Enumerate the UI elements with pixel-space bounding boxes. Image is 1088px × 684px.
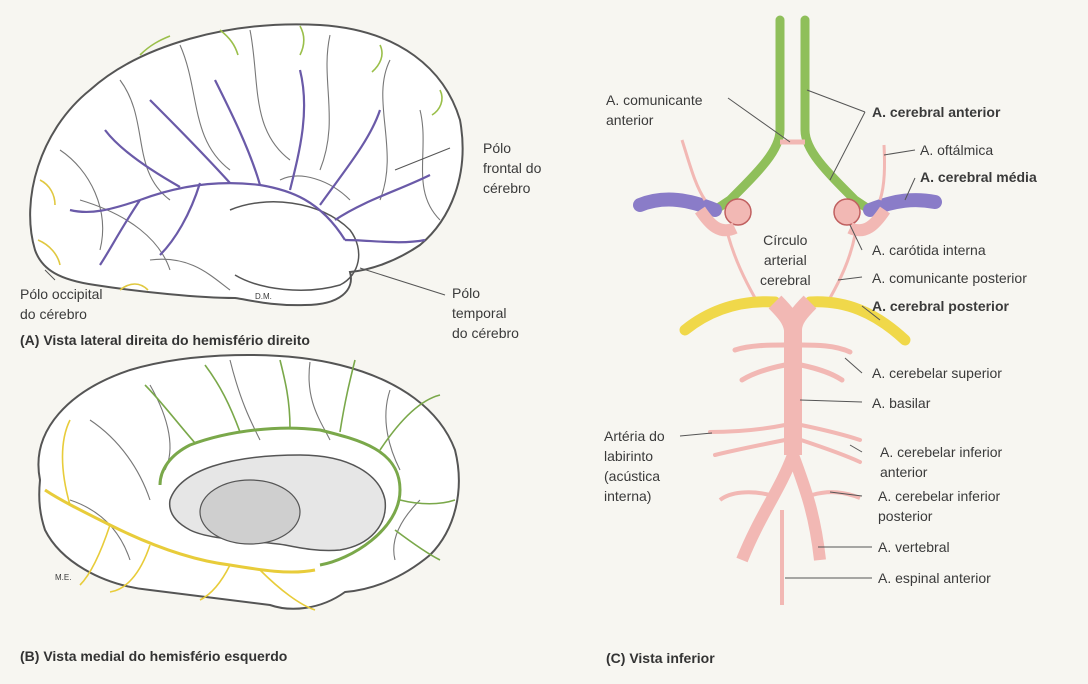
cerebelar-inf-post-line2: posterior bbox=[878, 508, 933, 524]
temporal-pole-line3: do cérebro bbox=[452, 325, 519, 341]
basilar-top bbox=[784, 295, 817, 331]
label-comunicante-posterior: A. comunicante posterior bbox=[872, 270, 1027, 286]
brain-medial-view bbox=[37, 354, 460, 611]
caption-a: (A) Vista lateral direita do hemisfério … bbox=[20, 332, 310, 348]
cerebelar-inf-post-line1: A. cerebelar inferior bbox=[878, 488, 1001, 504]
posterior-cerebral-left bbox=[679, 296, 781, 336]
occipital-pole-line1: Pólo occipital bbox=[20, 286, 103, 302]
label-vertebral: A. vertebral bbox=[878, 539, 950, 555]
peripheral-posterior-branches-lateral bbox=[37, 179, 149, 291]
internal-carotid-right bbox=[833, 198, 861, 226]
label-cerebelar-inferior-posterior: A. cerebelar inferior posterior bbox=[878, 486, 1000, 526]
caption-b: (B) Vista medial do hemisfério esquerdo bbox=[20, 648, 288, 664]
inferior-cerebellar-posterior-right bbox=[811, 490, 861, 500]
label-cerebral-posterior: A. cerebral posterior bbox=[872, 298, 1009, 314]
label-cerebelar-inferior-anterior: A. cerebelar inferior anterior bbox=[880, 442, 1002, 482]
posterior-communicating-left bbox=[726, 234, 757, 299]
cerebelar-inf-ant-line1: A. cerebelar inferior bbox=[880, 444, 1003, 460]
vertebral-right bbox=[787, 452, 826, 561]
label-basilar: A. basilar bbox=[872, 395, 931, 411]
caption-c: (C) Vista inferior bbox=[606, 650, 715, 666]
middle-cerebral-left bbox=[633, 192, 722, 217]
posterior-communicating-right bbox=[828, 234, 857, 299]
anterior-cerebral-medial bbox=[158, 426, 402, 567]
label-circulo-arterial: Círculo arterial cerebral bbox=[760, 230, 811, 290]
anterior-cerebral-right bbox=[800, 15, 875, 215]
posterior-cerebral-medial bbox=[44, 488, 316, 574]
brain-lateral-view bbox=[29, 23, 464, 307]
frontal-pole-line3: cérebro bbox=[483, 180, 531, 196]
labirinto-line4: interna) bbox=[604, 488, 652, 504]
frontal-pole-leader bbox=[394, 147, 451, 171]
label-espinal-anterior: A. espinal anterior bbox=[878, 570, 991, 586]
ophthalmic-right bbox=[878, 144, 886, 201]
label-cerebelar-superior: A. cerebelar superior bbox=[872, 365, 1002, 381]
middle-cerebral-right bbox=[863, 193, 942, 217]
occipital-pole-line2: do cérebro bbox=[20, 306, 87, 322]
internal-carotid-left bbox=[724, 198, 752, 226]
circulo-line2: arterial bbox=[763, 252, 807, 268]
labirinto-line2: labirinto bbox=[604, 448, 654, 464]
posterior-cerebral-right bbox=[804, 296, 911, 346]
frontal-pole-line1: Pólo bbox=[483, 140, 512, 156]
lateral-gyri bbox=[59, 29, 441, 291]
temporal-pole-label: Pólo temporal do cérebro bbox=[452, 283, 519, 343]
posterior-cerebral-branches-medial bbox=[61, 419, 316, 611]
ophthalmic-left bbox=[680, 139, 707, 201]
signature-b: M.E. bbox=[55, 573, 72, 582]
circulo-line3: cerebral bbox=[760, 272, 811, 288]
circulo-line1: Círculo bbox=[763, 232, 808, 248]
label-oftalmica: A. oftálmica bbox=[920, 142, 994, 158]
superior-cerebellar-branches bbox=[732, 342, 853, 383]
inferior-cerebellar-posterior-left bbox=[718, 490, 771, 502]
frontal-pole-line2: frontal do bbox=[483, 160, 542, 176]
labirinto-line1: Artéria do bbox=[604, 428, 665, 444]
label-carotida-interna: A. carótida interna bbox=[872, 242, 986, 258]
temporal-pole-line1: Pólo bbox=[452, 285, 481, 301]
inferior-cerebellar-anterior-branches bbox=[708, 423, 862, 464]
temporal-pole-leader bbox=[359, 267, 446, 296]
occipital-pole-leader bbox=[44, 269, 56, 281]
middle-cerebral-branches-lateral bbox=[69, 69, 431, 266]
carotid-junction-left bbox=[695, 206, 738, 237]
temporal-lobe-outline bbox=[229, 201, 360, 291]
labirinto-line3: (acústica bbox=[604, 468, 661, 484]
label-cerebral-media: A. cerebral média bbox=[920, 169, 1037, 185]
thalamus bbox=[199, 479, 301, 545]
circle-of-willis bbox=[633, 15, 942, 605]
comunicante-anterior-line2: anterior bbox=[606, 112, 654, 128]
anterior-cerebral-branches-medial bbox=[144, 359, 456, 561]
frontal-pole-label: Pólo frontal do cérebro bbox=[483, 138, 541, 198]
label-cerebral-anterior: A. cerebral anterior bbox=[872, 104, 1001, 120]
label-arteria-labirinto: Artéria do labirinto (acústica interna) bbox=[604, 426, 665, 506]
leader-lines bbox=[679, 89, 916, 579]
label-comunicante-anterior: A. comunicante anterior bbox=[606, 90, 703, 130]
temporal-pole-line2: temporal bbox=[452, 305, 507, 321]
occipital-pole-label: Pólo occipital do cérebro bbox=[20, 284, 103, 324]
vertebral-left bbox=[736, 452, 799, 563]
comunicante-anterior-line1: A. comunicante bbox=[606, 92, 703, 108]
signature-a: D.M. bbox=[255, 292, 272, 301]
carotid-junction-right bbox=[847, 206, 890, 237]
cerebelar-inf-ant-line2: anterior bbox=[880, 464, 928, 480]
peripheral-anterior-branches-lateral bbox=[139, 25, 443, 116]
anterior-cerebral-left bbox=[710, 15, 785, 215]
lateral-hemisphere-outline bbox=[29, 23, 464, 307]
